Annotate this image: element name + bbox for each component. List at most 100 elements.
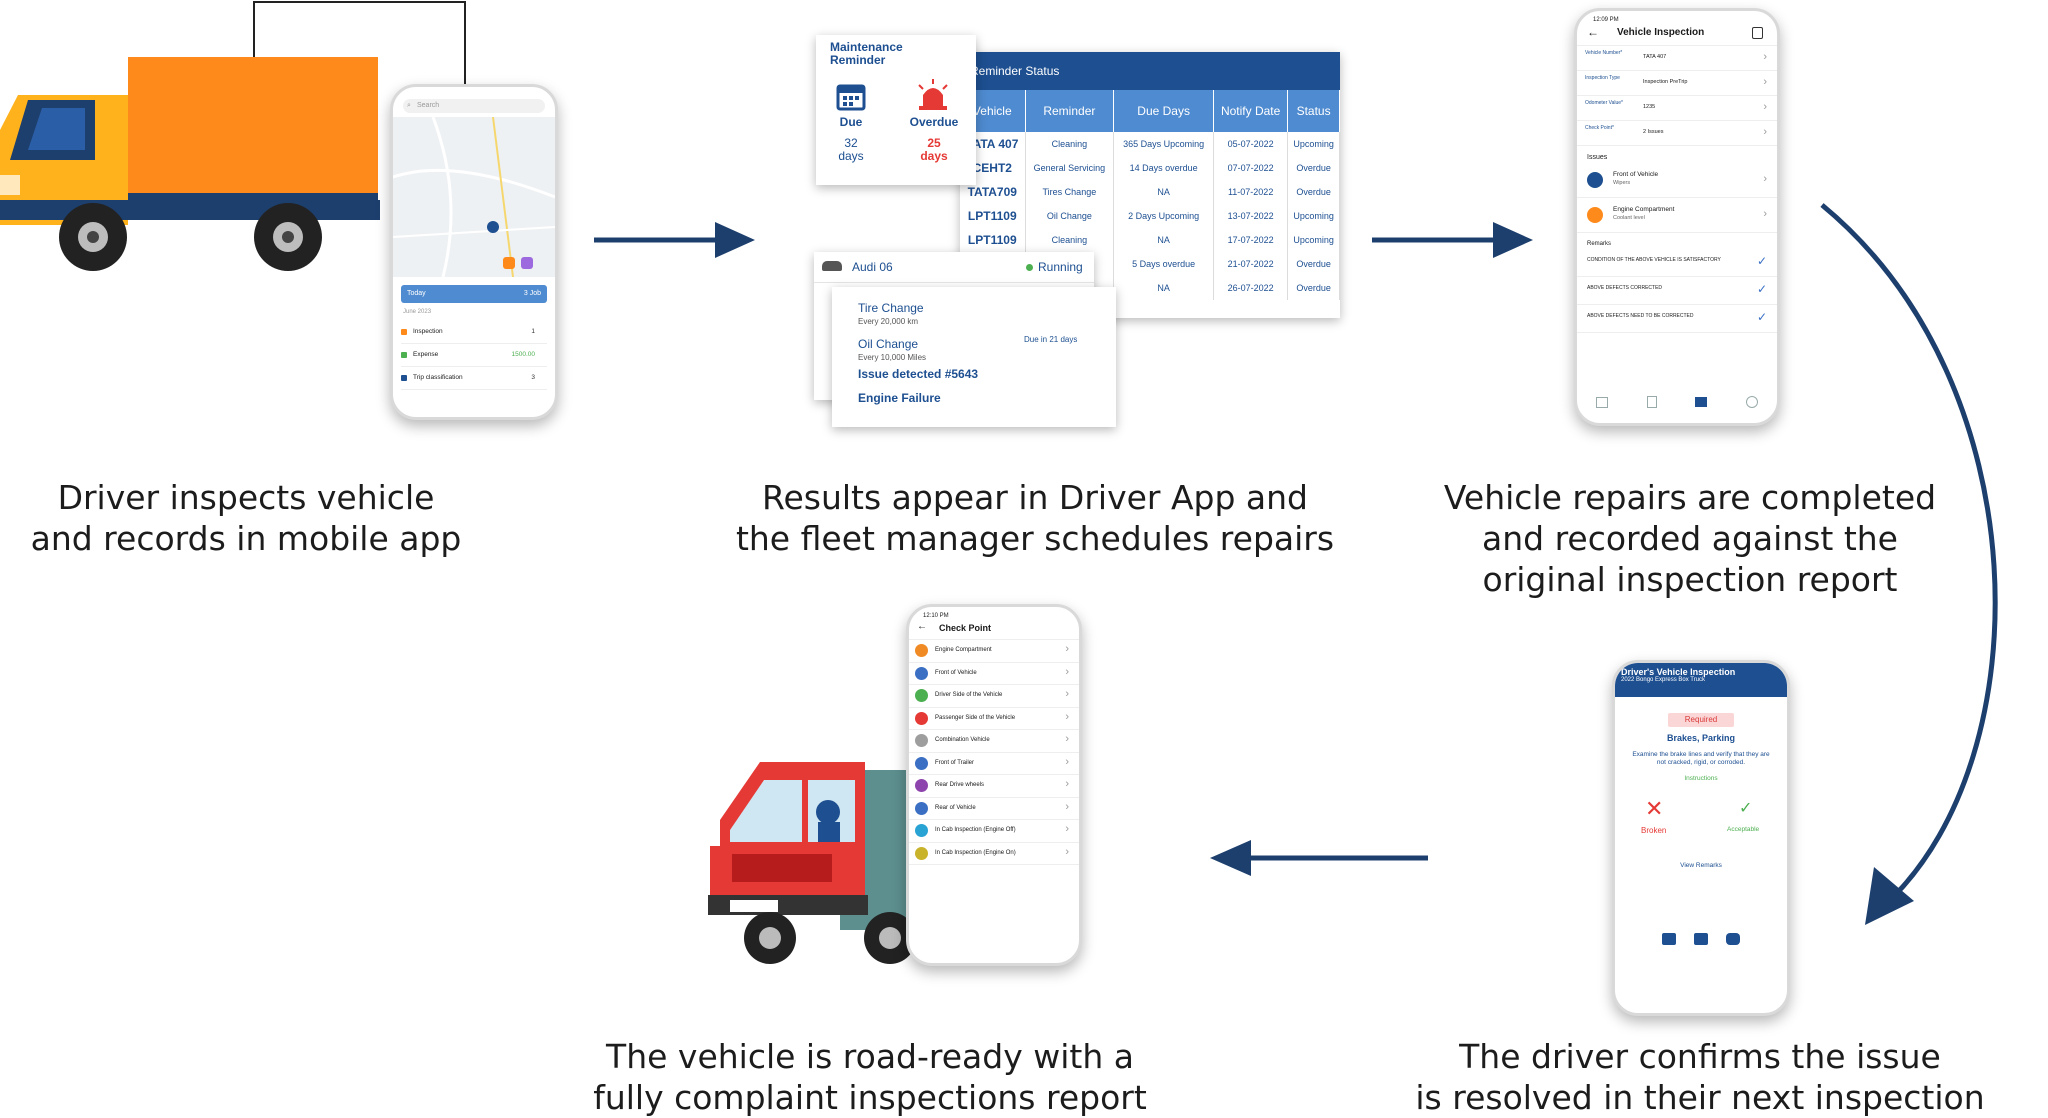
table-cell: Upcoming	[1287, 132, 1340, 156]
issues-label: Issues	[1587, 154, 1608, 161]
image-icon[interactable]	[1662, 933, 1676, 945]
check-point-label: In Cab Inspection (Engine Off)	[935, 827, 1016, 833]
table-cell: Overdue	[1287, 252, 1340, 276]
remark-item[interactable]: ABOVE DEFECTS NEED TO BE CORRECTED✓	[1577, 305, 1777, 333]
reports-icon[interactable]	[1646, 396, 1657, 408]
acceptable-check-icon[interactable]: ✓	[1739, 800, 1753, 817]
bottom-nav	[1577, 391, 1777, 413]
overdue-label: Overdue	[909, 115, 959, 129]
table-cell: Tires Change	[1025, 180, 1115, 204]
check-point-item[interactable]: Rear of Vehicle›	[909, 798, 1079, 820]
search-input[interactable]: ⌕ Search	[403, 99, 545, 113]
inspection-field[interactable]: Vehicle Number*TATA 407›	[1577, 46, 1777, 71]
audio-icon[interactable]	[1694, 933, 1708, 945]
audi-vehicle-name: Audi 06	[852, 260, 893, 274]
remark-text: ABOVE DEFECTS CORRECTED	[1587, 285, 1663, 291]
home-icon[interactable]	[1596, 396, 1609, 408]
arrow-right-icon	[594, 222, 755, 258]
table-cell: 365 Days Upcoming	[1113, 132, 1215, 156]
table-header: Reminder	[1025, 90, 1115, 132]
table-cell: TATA709	[960, 180, 1026, 204]
issue-sub: Wipers	[1613, 180, 1631, 186]
inspection-field[interactable]: Odometer Value*1235›	[1577, 96, 1777, 121]
remarks-list: CONDITION OF THE ABOVE VEHICLE IS SATISF…	[1577, 249, 1777, 333]
alarm-siren-icon	[918, 79, 948, 110]
oil-change-title: Oil Change	[858, 337, 919, 351]
check-point-item[interactable]: Front of Vehicle›	[909, 663, 1079, 685]
check-point-icon	[915, 779, 928, 792]
settings-icon[interactable]	[1745, 396, 1758, 408]
check-point-item[interactable]: Engine Compartment›	[909, 640, 1079, 663]
table-cell: 26-07-2022	[1213, 276, 1289, 300]
phone-driver-app: ⌕ Search Today 3 Job June 2023 Inspectio…	[390, 84, 558, 420]
check-point-item[interactable]: Passenger Side of the Vehicle›	[909, 708, 1079, 730]
check-point-item[interactable]: Combination Vehicle›	[909, 730, 1079, 753]
broken-x-icon[interactable]: ✕	[1645, 796, 1664, 821]
save-icon[interactable]	[1752, 27, 1763, 39]
table-cell: NA	[1113, 276, 1215, 300]
table-cell: Overdue	[1287, 180, 1340, 204]
check-point-icon	[915, 801, 928, 815]
check-point-icon	[915, 689, 928, 702]
table-header: Due Days	[1113, 90, 1215, 132]
instructions-link[interactable]: Instructions	[1684, 775, 1718, 782]
table-cell: 07-07-2022	[1213, 156, 1289, 180]
list-item-icon	[401, 352, 407, 358]
chevron-right-icon: ›	[1763, 126, 1767, 138]
check-icon: ✓	[1756, 310, 1767, 324]
table-cell: 2 Days Upcoming	[1113, 204, 1215, 228]
field-label: Check Point*	[1585, 125, 1614, 131]
today-bar[interactable]: Today 3 Job	[401, 285, 547, 303]
issue-sub: Coolant level	[1613, 215, 1645, 221]
tire-change-title: Tire Change	[858, 301, 924, 315]
list-item-icon	[401, 329, 407, 335]
map-view[interactable]	[393, 117, 555, 277]
calendar-icon	[836, 84, 866, 111]
check-point-item[interactable]: Rear Drive wheels›	[909, 775, 1079, 798]
check-point-item[interactable]: In Cab Inspection (Engine Off)›	[909, 820, 1079, 843]
field-label: Odometer Value*	[1585, 100, 1623, 106]
remarks-label: Remarks	[1587, 241, 1612, 247]
table-cell: Upcoming	[1287, 204, 1340, 228]
list-item-label: Trip classification	[413, 374, 463, 381]
confirm-title: Driver's Vehicle Inspection	[1621, 667, 1736, 677]
check-item: Brakes, Parking	[1666, 733, 1736, 743]
service-details-card: Tire Change Every 20,000 km Oil Change E…	[832, 287, 1116, 427]
field-value: TATA 407	[1643, 54, 1667, 60]
check-point-item[interactable]: Driver Side of the Vehicle›	[909, 685, 1079, 708]
phone-driver-confirm: Driver's Vehicle Inspection 2022 Bongo E…	[1612, 660, 1790, 1016]
check-point-icon	[915, 711, 928, 725]
inspection-field[interactable]: Check Point* 2 Issues ›	[1577, 121, 1777, 146]
back-arrow-icon[interactable]: ←	[1587, 25, 1599, 39]
phone-check-point: 12:10 PM ← Check Point Engine Compartmen…	[906, 604, 1082, 966]
due-in-days: Due in 21 days	[1024, 335, 1078, 344]
comment-icon[interactable]	[1726, 933, 1740, 945]
reminder-status-title: Reminder Status	[960, 52, 1340, 90]
check-point-item[interactable]: Front of Trailer›	[909, 753, 1079, 775]
table-cell: Cleaning	[1025, 228, 1115, 252]
remark-item[interactable]: CONDITION OF THE ABOVE VEHICLE IS SATISF…	[1577, 249, 1777, 277]
remark-item[interactable]: ABOVE DEFECTS CORRECTED✓	[1577, 277, 1777, 305]
view-remarks-link[interactable]: View Remarks	[1680, 862, 1722, 869]
back-arrow-icon[interactable]: ←	[917, 621, 927, 632]
field-value: 2 Issues	[1643, 129, 1664, 135]
chevron-right-icon: ›	[1065, 643, 1069, 655]
field-label: Vehicle Number*	[1585, 50, 1623, 56]
phone-vehicle-inspection: 12:09 PM ← Vehicle Inspection Vehicle Nu…	[1574, 8, 1780, 426]
table-cell: LPT1109	[960, 228, 1026, 252]
check-point-item[interactable]: In Cab Inspection (Engine On)›	[909, 843, 1079, 865]
dashboard-icon[interactable]	[1695, 397, 1708, 407]
car-icon	[822, 261, 842, 271]
